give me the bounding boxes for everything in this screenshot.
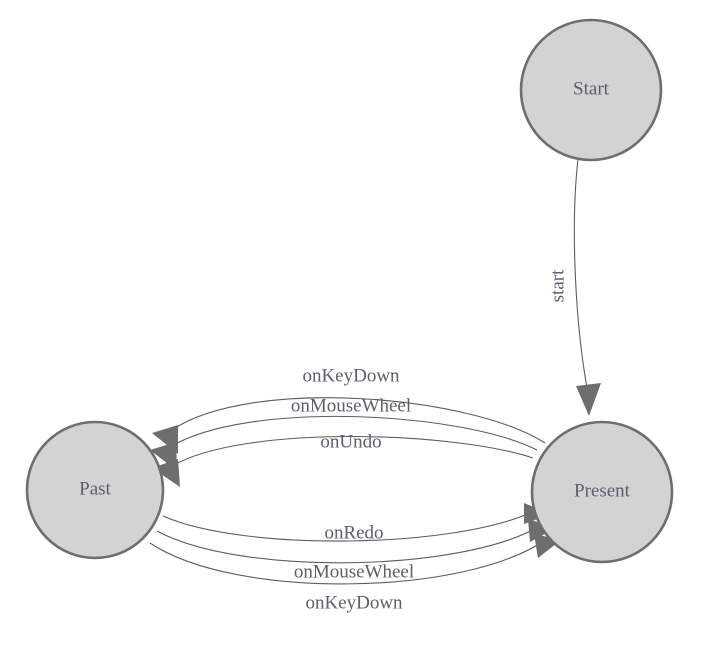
node-past-circle <box>25 420 165 560</box>
node-start[interactable]: Start <box>519 18 663 162</box>
node-past-label: Past <box>79 478 111 499</box>
node-present-circle <box>530 420 674 564</box>
edge-path-present-to-past-onmousewheel <box>169 415 538 451</box>
edge-path-start-to-present <box>573 158 589 394</box>
node-start-label: Start <box>573 78 610 99</box>
edge-label-present-to-past-onmousewheel: onMouseWheel <box>291 395 411 416</box>
edge-label-past-to-present-onmousewheel: onMouseWheel <box>294 561 414 582</box>
node-past[interactable]: Past <box>25 420 165 560</box>
edge-path-present-to-past-onundo <box>171 435 534 467</box>
edge-path-past-to-present-onkeydown <box>149 539 546 585</box>
edge-past-to-present-onredo[interactable]: onRedo <box>162 503 551 543</box>
edge-past-to-present-onkeydown[interactable]: onKeyDown <box>149 534 561 613</box>
node-start-circle <box>519 18 663 162</box>
edge-label-present-to-past-onkeydown: onKeyDown <box>302 365 400 386</box>
edge-present-to-past-onundo[interactable]: onUndo <box>152 431 534 487</box>
edge-path-past-to-present-onmousewheel <box>156 526 539 564</box>
edge-start-to-present[interactable]: start <box>547 158 601 416</box>
edge-path-present-to-past-onkeydown <box>171 397 546 444</box>
arrowhead-start-to-present <box>576 383 601 416</box>
node-present-label: Present <box>574 480 631 501</box>
edge-label-start: start <box>547 269 568 302</box>
edge-label-present-to-past-onundo: onUndo <box>320 431 381 452</box>
edge-label-past-to-present-onkeydown: onKeyDown <box>305 592 403 613</box>
edge-label-past-to-present-onredo: onRedo <box>324 522 383 543</box>
edge-path-past-to-present-onredo <box>162 511 533 542</box>
node-present[interactable]: Present <box>530 420 674 564</box>
